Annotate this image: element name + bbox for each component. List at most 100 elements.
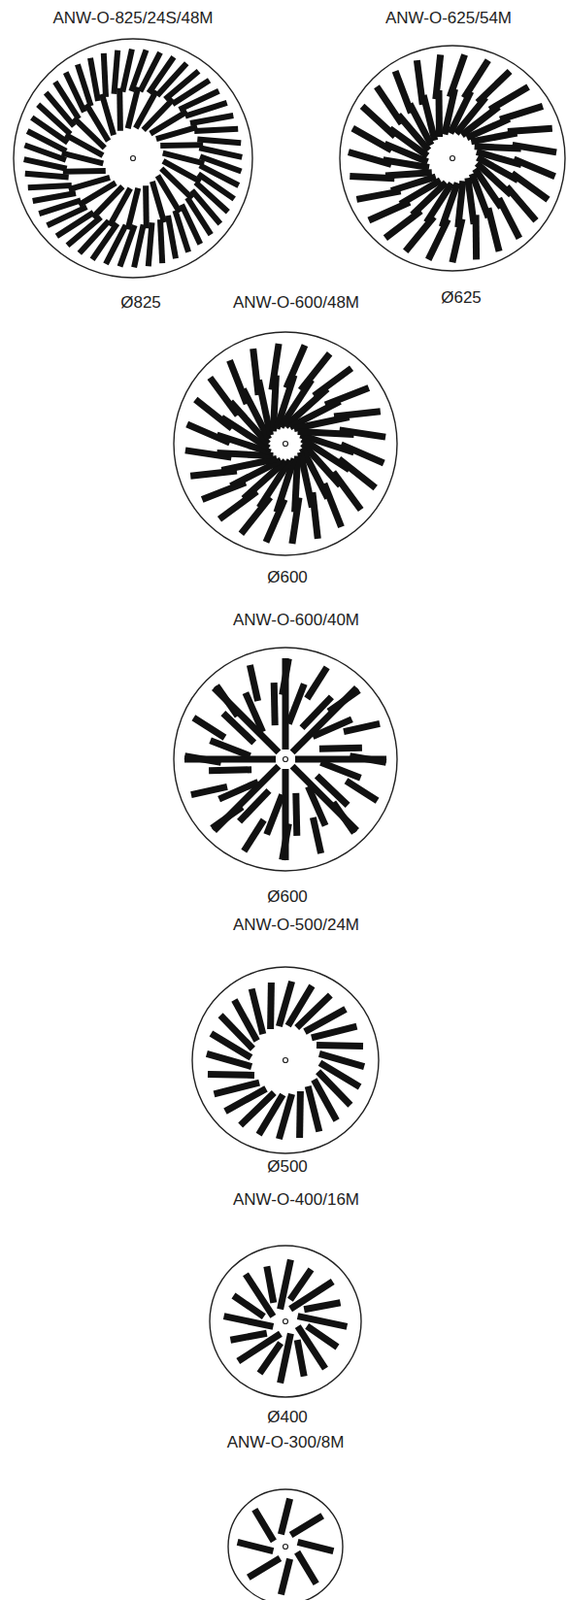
diameter-label: Ø400	[266, 1408, 308, 1428]
air-slot	[296, 793, 298, 836]
air-slot	[260, 1342, 282, 1373]
air-slot	[385, 210, 422, 238]
air-slot	[184, 756, 276, 764]
diffuser-outline	[339, 45, 566, 271]
air-slot	[348, 152, 392, 166]
air-slot	[197, 139, 241, 144]
air-slot	[114, 50, 119, 95]
air-slot	[320, 762, 361, 778]
air-slot	[253, 348, 259, 396]
air-slot	[223, 713, 255, 743]
model-label: ANW-O-600/40M	[233, 611, 360, 631]
air-slot	[160, 219, 163, 264]
diameter-label: Ø500	[266, 1158, 308, 1177]
air-slot	[333, 802, 355, 834]
air-slot	[156, 127, 198, 139]
air-slot	[194, 129, 238, 132]
air-slot	[214, 1082, 261, 1095]
model-label: ANW-O-500/24M	[233, 916, 360, 935]
air-slot	[295, 756, 387, 764]
air-slot	[306, 1326, 337, 1348]
air-slot	[325, 388, 369, 406]
air-slot	[312, 817, 321, 854]
air-slot	[292, 498, 300, 545]
air-slot	[297, 1552, 317, 1585]
air-slot	[280, 1559, 290, 1596]
air-slot	[160, 141, 203, 149]
air-slot	[303, 1302, 340, 1310]
air-slot	[472, 214, 481, 260]
air-slot	[209, 377, 238, 416]
air-slot	[230, 1333, 267, 1340]
air-slot	[90, 58, 99, 101]
air-slot	[280, 1260, 292, 1310]
air-slot	[282, 768, 290, 861]
air-slot	[207, 1070, 255, 1079]
air-slot	[237, 1541, 274, 1551]
diffuser-outline	[173, 647, 398, 871]
air-slot	[329, 690, 360, 712]
air-slot	[349, 756, 386, 764]
air-slot	[499, 198, 520, 238]
air-slot	[488, 207, 500, 252]
air-slot	[500, 105, 543, 120]
air-slot	[490, 86, 529, 110]
air-slot	[219, 491, 258, 520]
air-slot	[148, 222, 153, 267]
air-slot	[280, 1499, 290, 1535]
air-slot	[339, 430, 387, 437]
diffuser-outline	[228, 1489, 343, 1600]
air-slot	[376, 86, 402, 124]
model-label: ANW-O-300/8M	[227, 1434, 345, 1453]
air-slot	[297, 1339, 304, 1376]
air-slot	[185, 450, 233, 458]
air-slot	[25, 173, 69, 178]
air-slot	[311, 1026, 358, 1038]
air-slot	[63, 167, 106, 175]
model-label: ANW-O-600/48M	[233, 294, 360, 313]
center-hole	[450, 156, 456, 162]
air-slot	[395, 70, 411, 113]
air-slot	[233, 1296, 265, 1318]
air-slot	[174, 210, 189, 253]
air-slot	[38, 200, 81, 214]
air-slot	[301, 697, 332, 729]
air-slot	[230, 360, 248, 404]
air-slot	[193, 717, 225, 737]
diffuser-outline	[192, 967, 379, 1154]
air-slot	[316, 775, 348, 805]
air-slot	[185, 102, 228, 117]
air-slot	[243, 820, 264, 852]
air-slot	[282, 658, 290, 695]
air-slot	[152, 181, 165, 223]
center-hole	[283, 1544, 289, 1550]
air-slot	[77, 64, 92, 106]
air-slot	[513, 159, 555, 177]
air-slot	[313, 367, 352, 397]
air-slot	[216, 685, 238, 716]
air-slot	[368, 201, 410, 221]
air-slot	[211, 806, 242, 829]
air-slot	[319, 747, 363, 749]
air-slot	[282, 658, 290, 750]
air-slot	[251, 989, 264, 1035]
diameter-label: Ø600	[266, 568, 308, 588]
air-slot	[449, 54, 465, 97]
air-slot	[273, 682, 275, 726]
center-hole	[131, 156, 136, 162]
air-slot	[167, 215, 176, 259]
air-slot	[280, 1334, 292, 1384]
diameter-label: Ø825	[120, 294, 162, 313]
air-slot	[254, 1509, 274, 1542]
air-slot	[312, 492, 318, 539]
air-slot	[286, 345, 305, 389]
air-slot	[116, 88, 124, 132]
air-slot	[239, 790, 269, 822]
model-label: ANW-O-400/16M	[233, 1191, 360, 1210]
air-slot	[343, 723, 380, 732]
air-slot	[33, 193, 76, 201]
air-slot	[298, 1541, 334, 1551]
air-slot	[288, 684, 304, 725]
air-slot	[248, 1558, 281, 1578]
